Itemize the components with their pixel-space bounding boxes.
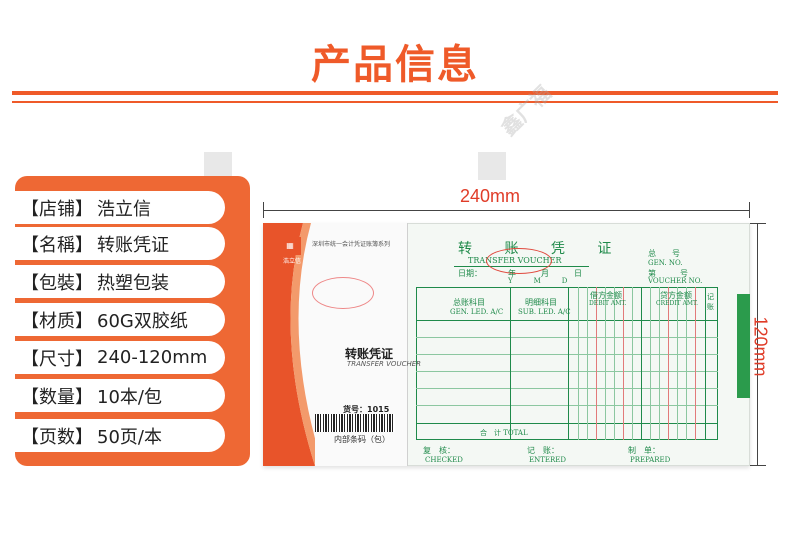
title-rule-thin — [12, 101, 778, 103]
voucher-month: 月 — [541, 269, 549, 278]
height-dimension-line — [757, 223, 758, 466]
cover-title: 转账凭证 — [345, 347, 394, 361]
voucher-col-line — [510, 287, 511, 440]
col-debit: 借方金额 — [590, 291, 622, 300]
voucher-col-line — [677, 287, 678, 440]
height-dimension-tick — [750, 465, 766, 466]
voucher-col-line — [650, 287, 651, 440]
info-row-quantity: 【数量】10本/包 — [15, 379, 225, 412]
cover-subtitle: TRANSFER VOUCHER — [347, 360, 422, 368]
voucher-col-line — [568, 287, 569, 440]
voucher-row-line — [416, 388, 718, 389]
width-dimension-tick — [749, 202, 750, 218]
voucher-checked: 复 核： — [423, 446, 455, 455]
voucher-col-line — [695, 287, 696, 440]
voucher-header-divider — [416, 320, 718, 321]
page-title: 产品信息 — [311, 42, 479, 88]
voucher-col-line — [686, 287, 687, 440]
voucher-total-line — [416, 423, 718, 424]
voucher-total-no: 总 号 — [648, 249, 680, 258]
voucher-green-tab — [737, 294, 750, 398]
voucher-no-en: VOUCHER NO. — [648, 277, 703, 285]
voucher-ymd: Y M D — [508, 277, 568, 285]
voucher-col-line — [578, 287, 579, 440]
voucher-stamp — [486, 248, 552, 274]
info-row-name: 【名稱】转账凭证 — [15, 227, 225, 260]
col-debit-en: DEBIT AMT. — [589, 300, 627, 307]
col-credit: 贷方金额 — [660, 291, 692, 300]
voucher-col-line — [623, 287, 624, 440]
voucher-prepared: 制 单： — [628, 446, 660, 455]
voucher-year: 年 — [508, 269, 516, 278]
voucher-row-line — [416, 405, 718, 406]
voucher-col-line — [587, 287, 588, 440]
voucher-col-line — [605, 287, 606, 440]
voucher-no: 第 号 — [648, 269, 688, 278]
voucher-row-line — [416, 337, 718, 338]
voucher-prepared-en: PREPARED — [630, 456, 671, 464]
col-gen-ledger-en: GEN. LED. A/C — [450, 308, 504, 316]
height-dimension-tick — [750, 223, 766, 224]
col-posted: 记账 — [707, 293, 714, 311]
watermark-logo — [478, 152, 506, 180]
cover-stripe — [263, 223, 315, 466]
info-row-packaging: 【包裝】热塑包装 — [15, 265, 225, 298]
voucher-row-line — [416, 354, 718, 355]
voucher-entered: 记 账： — [527, 446, 559, 455]
cover-series: 深圳市统一会计凭证账簿系列 — [312, 241, 391, 248]
voucher-col-line — [596, 287, 597, 440]
col-credit-en: CREDIT AMT. — [656, 300, 699, 307]
cover-item-code: 货号：1015 — [343, 405, 390, 414]
height-dimension-label: 120mm — [750, 316, 771, 377]
voucher-entered-en: ENTERED — [529, 456, 567, 464]
cover-barcode — [315, 414, 395, 432]
voucher-gen-no: GEN. NO. — [648, 259, 683, 267]
cover-barcode-label: 内部条码（包） — [334, 435, 390, 444]
voucher-table — [416, 287, 718, 440]
info-row-size: 【尺寸】240-120mm — [15, 341, 225, 374]
info-row-store: 【店铺】浩立信 — [15, 191, 225, 224]
voucher-col-line — [705, 287, 706, 440]
cover-stamp — [312, 277, 374, 309]
voucher-day: 日 — [574, 269, 582, 278]
voucher-col-line — [632, 287, 633, 440]
watermark-logo — [204, 152, 232, 180]
voucher-row-line — [416, 371, 718, 372]
width-dimension-line — [263, 210, 750, 211]
width-dimension-tick — [263, 202, 264, 218]
voucher-col-line — [614, 287, 615, 440]
voucher-col-line — [659, 287, 660, 440]
voucher-col-line — [641, 287, 642, 440]
title-rule-thick — [12, 91, 778, 95]
col-sub-ledger: 明细科目 — [525, 298, 557, 307]
voucher-total: 合 计 TOTAL — [480, 429, 528, 437]
voucher-checked-en: CHECKED — [425, 456, 463, 464]
info-row-material: 【材质】60G双胶纸 — [15, 303, 225, 336]
voucher-col-line — [668, 287, 669, 440]
voucher-date: 日期： — [458, 269, 482, 278]
col-gen-ledger: 总账科目 — [453, 298, 485, 307]
info-row-pages: 【页数】50页/本 — [15, 419, 225, 452]
cover-brand: 浩立信 — [283, 258, 302, 265]
width-dimension-label: 240mm — [460, 186, 521, 206]
cover-logo: ▦ — [279, 237, 301, 255]
col-sub-ledger-en: SUB. LED. A/C — [518, 308, 571, 316]
